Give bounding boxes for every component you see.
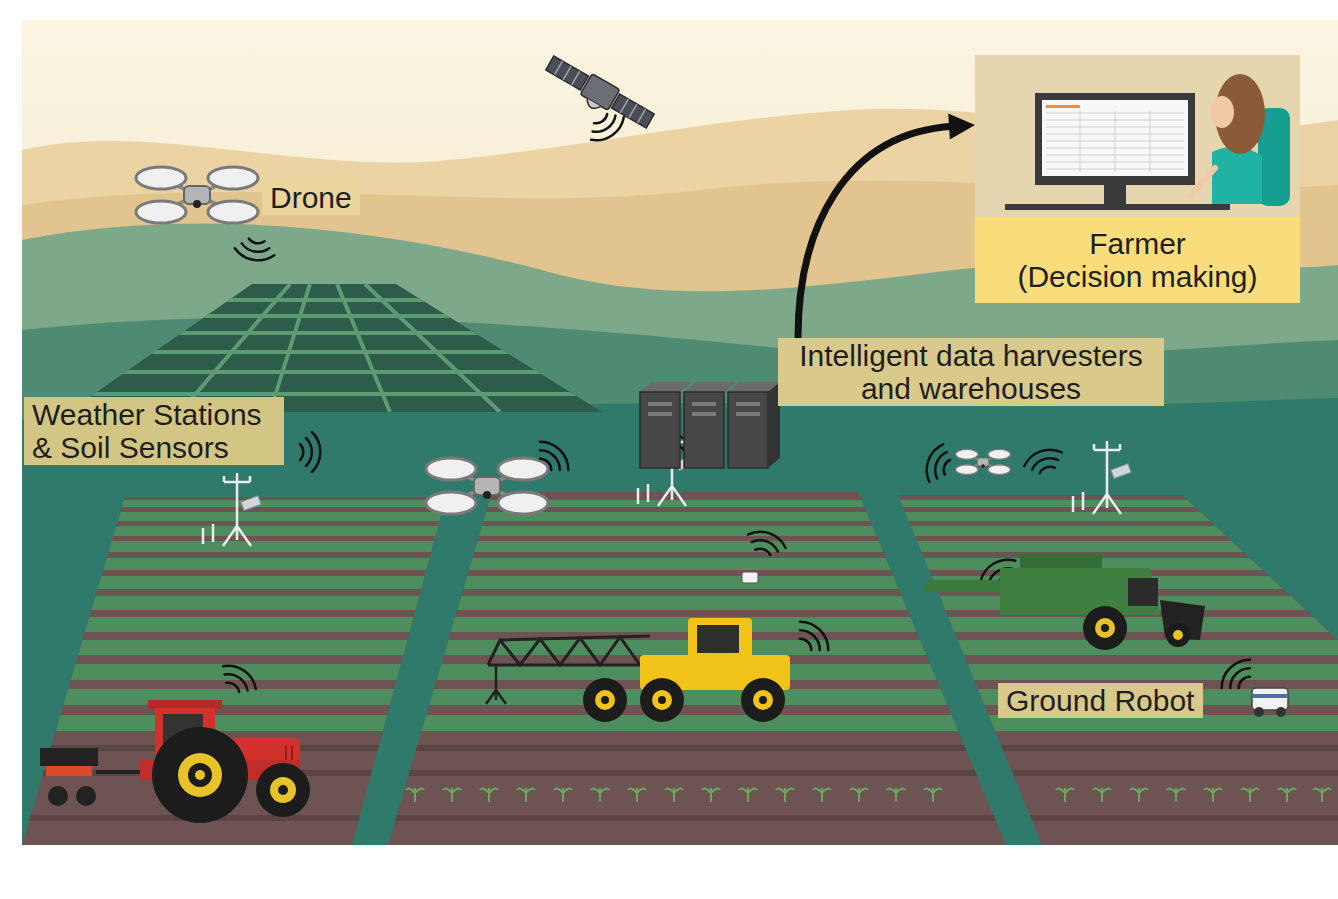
arrow-connector xyxy=(798,114,975,338)
drone-icon xyxy=(136,167,258,223)
drone-icon xyxy=(426,458,548,514)
ground-robot-icon xyxy=(1252,688,1288,717)
red-tractor xyxy=(40,700,310,823)
ground-robot-label: Ground Robot xyxy=(998,683,1203,718)
arrow-line xyxy=(798,126,953,338)
wrap-spacer xyxy=(1203,227,1283,260)
farmer-label-band: Farmer (Decision making) xyxy=(975,217,1300,303)
wrap-spacer xyxy=(993,227,1073,260)
label-text: Farmer (Decision making) xyxy=(993,227,1283,293)
label-text: Weather Stations & Soil Sensors xyxy=(32,398,276,464)
label-text: Drone xyxy=(270,181,352,214)
label-text: Ground Robot xyxy=(1006,684,1195,717)
drone-label: Drone xyxy=(262,180,360,215)
seedlings xyxy=(406,788,1331,802)
yellow-sprayer xyxy=(486,618,790,722)
server-cabinets xyxy=(640,382,780,468)
drone-icon xyxy=(956,449,1011,474)
farmer-panel-box: Farmer (Decision making) xyxy=(975,55,1300,303)
label-text: Intelligent data harvesters and warehous… xyxy=(786,339,1156,405)
data-warehouse-label: Intelligent data harvesters and warehous… xyxy=(778,338,1164,406)
weather-sensor-label: Weather Stations & Soil Sensors xyxy=(24,397,284,465)
combine-harvester xyxy=(925,554,1205,650)
landscape xyxy=(22,20,1338,845)
field-middle xyxy=(22,480,1338,845)
soil-sensor xyxy=(742,572,758,583)
farmer-panel xyxy=(975,55,1300,303)
field-left xyxy=(22,480,1338,845)
field-right xyxy=(22,480,1338,845)
arrow-head xyxy=(948,114,975,140)
